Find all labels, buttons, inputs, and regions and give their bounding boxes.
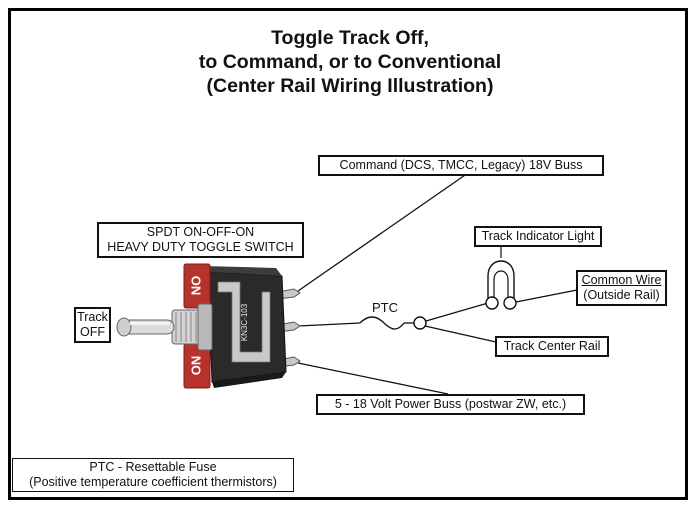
track-off-label: Track OFF <box>74 307 111 343</box>
switch-label-line-1: SPDT ON-OFF-ON <box>146 225 255 239</box>
switch-label: SPDT ON-OFF-ON HEAVY DUTY TOGGLE SWITCH <box>97 222 304 258</box>
title-line-2: to Command, or to Conventional <box>198 51 502 73</box>
switch-label-line-2: HEAVY DUTY TOGGLE SWITCH <box>107 240 294 254</box>
ptc-legend-line-1: PTC - Resettable Fuse <box>89 460 217 474</box>
power-buss-wire <box>297 362 449 395</box>
ptc-label: PTC <box>372 300 398 315</box>
common-wire-label: Common Wire (Outside Rail) <box>576 270 667 306</box>
switch-body-marking: KN3C-103 <box>240 303 250 342</box>
indicator-light-label: Track Indicator Light <box>474 226 602 247</box>
title-line-3: (Center Rail Wiring Illustration) <box>206 75 494 97</box>
center-rail-label: Track Center Rail <box>495 336 609 357</box>
track-off-line-2: OFF <box>80 325 105 339</box>
common-wire <box>515 289 578 303</box>
track-off-line-1: Track <box>77 310 108 324</box>
switch-on-marking-bottom: ON <box>188 355 204 376</box>
toggle-switch-image <box>116 263 301 389</box>
ptc-fuse-symbol <box>359 316 405 330</box>
diagram-title: Toggle Track Off, to Command, or to Conv… <box>0 26 700 98</box>
common-wire-line-2: (Outside Rail) <box>583 288 660 302</box>
indicator-lamp <box>485 244 517 310</box>
title-line-1: Toggle Track Off, <box>271 27 429 49</box>
ptc-legend: PTC - Resettable Fuse (Positive temperat… <box>12 458 294 492</box>
diagram-frame <box>8 8 688 500</box>
switch-on-marking-top: ON <box>188 275 204 296</box>
command-wire <box>297 172 469 292</box>
power-buss-label: 5 - 18 Volt Power Buss (postwar ZW, etc.… <box>316 394 585 415</box>
junction-terminal <box>413 316 427 330</box>
common-wire-line-1: Common Wire <box>581 273 662 287</box>
ptc-legend-line-2: (Positive temperature coefficient thermi… <box>29 475 277 489</box>
center-terminal-wire <box>297 322 361 327</box>
center-rail-wire <box>424 325 497 343</box>
command-buss-label: Command (DCS, TMCC, Legacy) 18V Buss <box>318 155 604 176</box>
junction-to-lamp-wire <box>425 302 489 322</box>
